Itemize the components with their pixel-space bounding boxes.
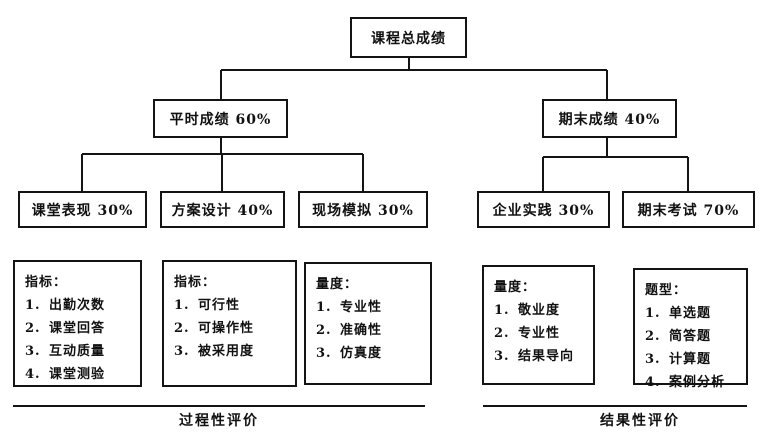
node-enterprise-practice-label: 企业实践 30% — [492, 202, 595, 219]
list-item: 4. 案例分析 — [645, 375, 726, 390]
node-regular-grade: 平时成绩 60% — [153, 99, 288, 138]
list-item: 1. 专业性 — [316, 300, 383, 315]
node-final-exam-label: 期末考试 70% — [637, 202, 740, 219]
node-final-grade-label: 期末成绩 40% — [558, 111, 661, 128]
list-item: 2. 简答题 — [645, 329, 712, 344]
detail-title: 指标： — [174, 275, 217, 290]
list-item: 2. 可操作性 — [174, 321, 255, 336]
node-final-exam: 期末考试 70% — [622, 191, 755, 228]
footer-process-evaluation: 过程性评价 — [179, 413, 259, 429]
list-item: 3. 仿真度 — [316, 346, 383, 361]
detail-title: 量度： — [316, 277, 359, 292]
list-item: 3. 计算题 — [645, 352, 712, 367]
detail-box-enterprise-practice: 量度： 1. 敬业度 2. 专业性 3. 结果导向 — [482, 265, 595, 385]
list-item: 3. 被采用度 — [174, 344, 255, 359]
node-live-simulation: 现场模拟 30% — [298, 191, 428, 228]
node-live-simulation-label: 现场模拟 30% — [312, 202, 414, 219]
node-class-performance: 课堂表现 30% — [18, 191, 147, 228]
detail-box-live-simulation: 量度： 1. 专业性 2. 准确性 3. 仿真度 — [304, 262, 432, 385]
list-item: 2. 专业性 — [494, 326, 561, 341]
list-item: 2. 准确性 — [316, 323, 383, 338]
detail-box-final-exam: 题型： 1. 单选题 2. 简答题 3. 计算题 4. 案例分析 — [633, 268, 748, 390]
list-item: 3. 结果导向 — [494, 349, 575, 364]
node-course-total: 课程总成绩 — [350, 17, 467, 58]
list-item: 3. 互动质量 — [25, 344, 106, 359]
footer-outcome-evaluation: 结果性评价 — [600, 413, 680, 429]
node-regular-grade-label: 平时成绩 60% — [169, 111, 272, 128]
list-item: 1. 出勤次数 — [25, 298, 106, 313]
list-item: 4. 课堂测验 — [25, 367, 106, 382]
list-item: 1. 敬业度 — [494, 303, 561, 318]
node-project-design: 方案设计 40% — [160, 191, 285, 228]
detail-title: 题型： — [645, 283, 688, 298]
list-item: 1. 可行性 — [174, 298, 241, 313]
node-class-performance-label: 课堂表现 30% — [31, 202, 134, 219]
node-enterprise-practice: 企业实践 30% — [477, 191, 610, 228]
detail-box-class-performance: 指标： 1. 出勤次数 2. 课堂回答 3. 互动质量 4. 课堂测验 — [13, 260, 142, 387]
detail-title: 量度： — [494, 280, 537, 295]
node-final-grade: 期末成绩 40% — [542, 99, 677, 138]
detail-box-project-design: 指标： 1. 可行性 2. 可操作性 3. 被采用度 — [162, 260, 297, 387]
list-item: 2. 课堂回答 — [25, 321, 106, 336]
node-project-design-label: 方案设计 40% — [171, 202, 274, 219]
node-course-total-label: 课程总成绩 — [371, 30, 446, 47]
list-item: 1. 单选题 — [645, 306, 712, 321]
detail-title: 指标： — [25, 275, 68, 290]
